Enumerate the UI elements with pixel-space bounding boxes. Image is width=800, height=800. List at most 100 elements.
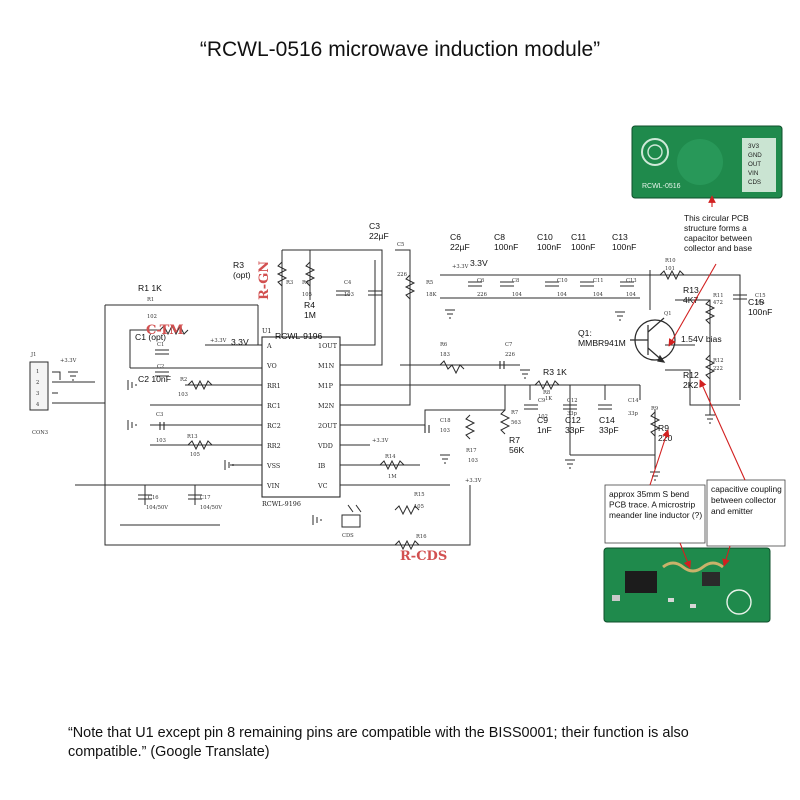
connector-pin-3: 3 (36, 391, 39, 397)
transistor-q1 (630, 317, 676, 363)
component-label-r7: 56K (509, 445, 525, 455)
ic-name-bottom: RCWL-9196 (262, 500, 301, 508)
mark-c8v: 104 (512, 292, 523, 298)
component-label-c10: C10 (537, 232, 553, 242)
wires (52, 249, 741, 546)
component-label-r13: R13 (683, 285, 699, 295)
cds-sensor (341, 504, 362, 528)
capacitor-c14 (598, 404, 612, 410)
component-label-r3: R3 (233, 260, 244, 270)
mark-c3v: 103 (156, 438, 166, 444)
resistor-r1 (159, 324, 189, 336)
component-label-c13: 100nF (612, 242, 636, 252)
callout-capacitive-coupling: between collector (711, 495, 776, 505)
footnote: “Note that U1 except pin 8 remaining pin… (68, 725, 689, 760)
mark-r14v: 1M (388, 474, 397, 480)
resistor-r4 (304, 261, 316, 287)
mark-c6s: C6 (477, 278, 484, 284)
component-label-c8: C8 (494, 232, 505, 242)
capacitor-c2 (155, 371, 169, 377)
resistor-r13 (187, 439, 213, 451)
mark-c15s: C15 (755, 293, 766, 299)
capacitor-c11 (580, 281, 594, 287)
callout-pcb-capacitor: capacitor between (684, 233, 752, 243)
resistor-r9 (649, 411, 661, 437)
mark-r13: R13 (187, 434, 198, 440)
mark-c16: C16 (148, 495, 159, 501)
mark-c6v: 226 (477, 292, 487, 298)
component-label-v33: 3.3V (231, 337, 249, 347)
mark-cds: CDS (342, 533, 354, 539)
ground-symbol (440, 454, 450, 464)
ic-name: RCWL-9196 (275, 331, 323, 341)
mark-r14: R14 (385, 454, 396, 460)
component-label-r13: 4K7 (683, 295, 699, 305)
ic-pin-left: RC1 (267, 402, 281, 410)
mark-c12v: 33p (567, 411, 578, 417)
mark-r4s: R4 (302, 280, 310, 286)
board-pin-label: VIN (748, 170, 758, 177)
label-r-gn: R-GN (257, 261, 272, 300)
ground-symbol (127, 380, 137, 390)
component-label-r3b: R3 1K (543, 367, 567, 377)
component-label-c6: C6 (450, 232, 461, 242)
mark-r3s: R3 (286, 280, 293, 286)
mark-r7v: 563 (511, 420, 521, 426)
schematic-marks: R1 102 C1 C2 R2 103 C3 103 R13 105 C16 1… (60, 242, 766, 540)
callout-pcb-capacitor: This circular PCB (684, 213, 749, 223)
mark-r12s: R12 (713, 358, 724, 364)
mark-r2: R2 (180, 377, 187, 383)
resistor-r11 (704, 299, 716, 325)
component-label-c9: 1nF (537, 425, 552, 435)
component-label-c2: C2 10nF (138, 374, 171, 384)
ic-pin-right: 1OUT (318, 342, 338, 350)
mark-r11: R11 (713, 293, 724, 299)
board-silk: RCWL-0516 (642, 183, 681, 190)
annotation-arrows (649, 195, 746, 569)
component-label-c11: C11 (571, 232, 586, 242)
callout-meander-inductor: meander line inductor (?) (609, 510, 702, 520)
callout-meander-inductor: approx 35mm S bend (609, 489, 689, 499)
mark-r5v: 18K (426, 292, 437, 298)
mark-r11v: 472 (713, 300, 723, 306)
callout-capacitive-coupling: capacitive coupling (711, 484, 782, 494)
mark-c7v: 226 (505, 352, 515, 358)
arrow-meander-top (649, 429, 670, 486)
ic-pin-right: M2N (318, 402, 335, 410)
mark-r9s: R9 (651, 406, 658, 412)
mark-r6v: 183 (440, 352, 450, 358)
component-label-c8: 100nF (494, 242, 518, 252)
ic-pin-left: A (266, 342, 272, 350)
ic-pin-left: VO (266, 362, 277, 370)
ground-symbol (68, 371, 78, 381)
capacitor-c16 (138, 494, 152, 500)
ic-pin-left: RR2 (267, 442, 281, 450)
mark-c14v: 33p (628, 411, 639, 417)
resistor-r15 (394, 504, 420, 516)
board-pin-label: 3V3 (748, 143, 760, 150)
callout-capacitive-coupling: and emitter (711, 506, 753, 516)
mark-r8v: 1K (545, 396, 552, 402)
ic-pin-right: M1P (318, 382, 334, 390)
mark-c18v: 103 (440, 428, 450, 434)
ground-symbol (705, 414, 715, 424)
ic-pin-right: M1N (318, 362, 335, 370)
resistor-r3 (276, 261, 288, 287)
resistor-r6 (439, 360, 465, 375)
capacitor-c6 (468, 281, 482, 287)
mark-c9v: 102 (538, 414, 548, 420)
board-pin-label: GND (748, 152, 762, 159)
capacitor-c12 (563, 404, 577, 410)
component-label-c14: C14 (599, 415, 615, 425)
capacitor-c17 (188, 494, 202, 500)
callout-meander-inductor: PCB trace. A microstrip (609, 500, 695, 510)
mark-r16: R16 (416, 534, 427, 540)
mark-c5v: 226 (397, 272, 407, 278)
page-title: “RCWL-0516 microwave induction module” (199, 38, 601, 61)
capacitors (138, 281, 747, 500)
mark-c8s: C8 (512, 278, 519, 284)
mark-v33b: +3.3V (210, 338, 227, 344)
